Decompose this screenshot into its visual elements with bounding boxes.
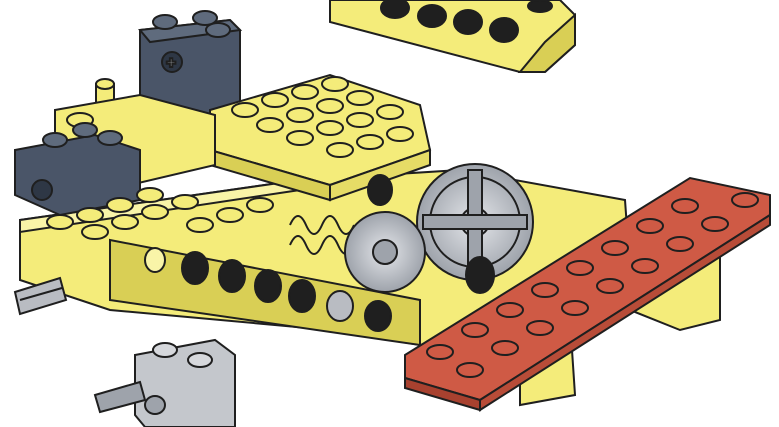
small-gear [345, 212, 425, 292]
left-axle [15, 278, 66, 314]
top-yellow-beam [330, 0, 575, 72]
dark-bushing [466, 257, 494, 293]
svg-text:✚: ✚ [166, 56, 176, 70]
light-gray-brick [95, 340, 235, 427]
